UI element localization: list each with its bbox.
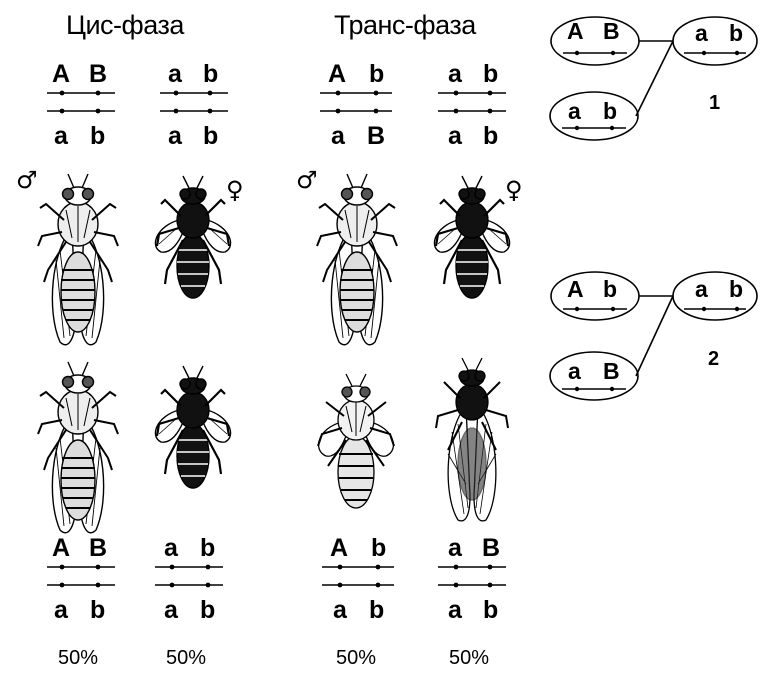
allele: a xyxy=(568,98,581,124)
allele: b xyxy=(483,122,499,150)
trans-female-fly xyxy=(433,174,511,300)
parent-locus-dots xyxy=(59,90,493,114)
male-symbol-cis: ♂ xyxy=(16,166,38,194)
scheme-label-1: 1 xyxy=(709,92,721,114)
cis-female-fly xyxy=(154,174,232,300)
scheme-label-2: 2 xyxy=(708,348,720,370)
allele: b xyxy=(203,122,219,150)
allele: a xyxy=(448,122,462,150)
cis-offspring-black-fly xyxy=(154,364,232,490)
allele: b xyxy=(203,60,219,88)
female-symbol-trans: ♀ xyxy=(505,176,523,204)
allele: a xyxy=(164,534,178,562)
allele: a xyxy=(568,358,581,384)
allele: A xyxy=(52,534,71,562)
allele: A xyxy=(328,60,347,88)
allele: B xyxy=(482,534,501,562)
trans-offspring-black-long-fly xyxy=(435,357,509,522)
allele: b xyxy=(603,98,618,124)
allele: a xyxy=(333,596,347,624)
allele: A xyxy=(567,18,584,44)
allele: a xyxy=(695,276,708,302)
allele: b xyxy=(200,596,216,624)
percent-label: 50% xyxy=(336,647,377,669)
allele: a xyxy=(168,122,182,150)
female-symbol-cis: ♀ xyxy=(226,176,244,204)
allele: b xyxy=(483,596,499,624)
allele: B xyxy=(367,122,386,150)
allele: b xyxy=(483,60,499,88)
parent-chromosome-lines xyxy=(47,92,506,112)
allele: b xyxy=(369,60,385,88)
offspring-locus-dots xyxy=(59,564,493,588)
allele: b xyxy=(90,122,106,150)
cis-offspring-grey-fly xyxy=(37,361,119,534)
allele: B xyxy=(89,534,108,562)
allele: a xyxy=(54,596,68,624)
allele: a xyxy=(54,122,68,150)
allele: A xyxy=(330,534,349,562)
allele: b xyxy=(729,20,744,46)
allele: A xyxy=(52,60,71,88)
allele: a xyxy=(331,122,345,150)
allele: a xyxy=(448,534,462,562)
allele: B xyxy=(603,358,620,384)
allele: b xyxy=(603,276,618,302)
allele: b xyxy=(369,596,385,624)
percent-label: 50% xyxy=(166,647,207,669)
trans-phase-title: Транс-фаза xyxy=(334,10,476,40)
gamete-scheme-1 xyxy=(549,16,758,141)
allele: a xyxy=(448,60,462,88)
male-symbol-trans: ♂ xyxy=(296,166,318,194)
gamete-scheme-2 xyxy=(549,271,758,401)
cis-phase-title: Цис-фаза xyxy=(66,10,184,40)
allele: A xyxy=(567,276,584,302)
allele: B xyxy=(603,18,620,44)
trans-offspring-grey-short-fly xyxy=(317,373,395,509)
percent-label: 50% xyxy=(449,647,490,669)
allele: b xyxy=(371,534,387,562)
allele: b xyxy=(90,596,106,624)
allele: a xyxy=(448,596,462,624)
allele: B xyxy=(89,60,108,88)
allele: b xyxy=(729,276,744,302)
allele: a xyxy=(164,596,178,624)
trans-male-fly xyxy=(316,173,398,346)
cis-male-fly xyxy=(37,173,119,346)
allele: a xyxy=(168,60,182,88)
percent-label: 50% xyxy=(58,647,99,669)
allele: a xyxy=(695,20,708,46)
offspring-chromosome-lines xyxy=(47,566,506,586)
allele: b xyxy=(200,534,216,562)
